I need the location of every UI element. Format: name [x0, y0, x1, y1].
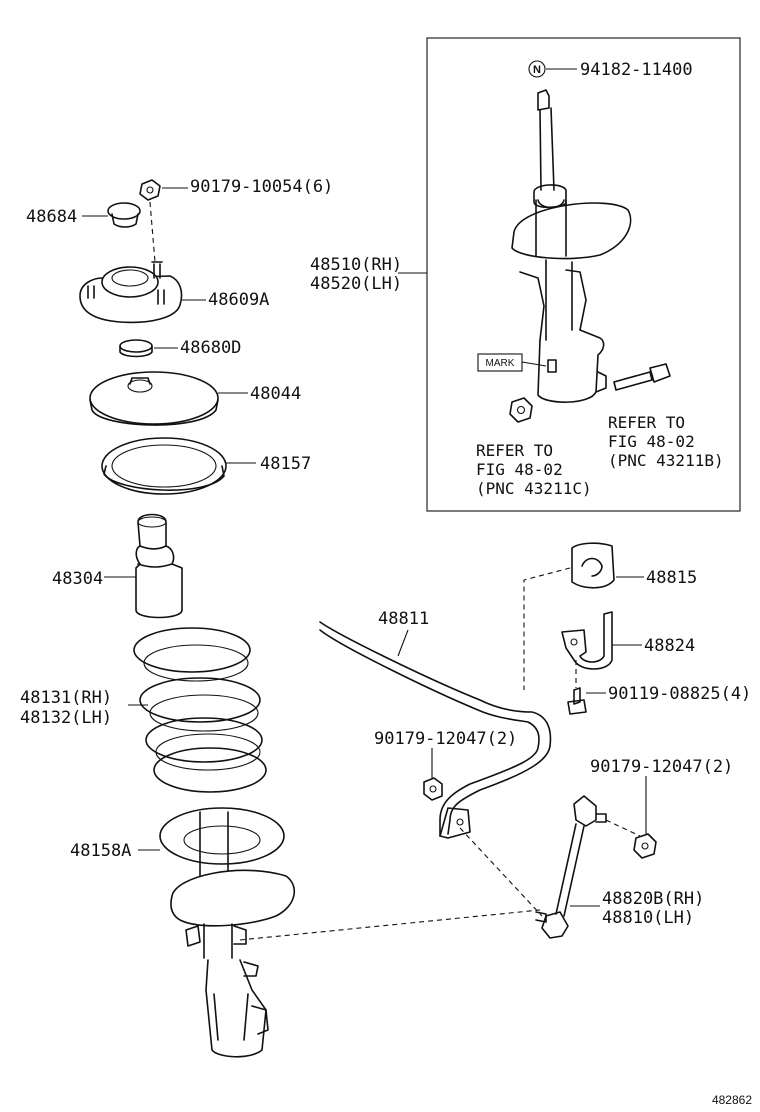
bump-stopper-icon [135, 513, 183, 619]
label-48824: 48824 [644, 636, 695, 656]
ref-c-line3: (PNC 43211C) [476, 479, 592, 498]
ref-b-line3: (PNC 43211B) [608, 451, 724, 470]
label-48815: 48815 [646, 568, 697, 588]
nut-icon [423, 777, 443, 801]
ref-c-line1: REFER TO [476, 441, 553, 460]
label-48609a: 48609A [208, 290, 269, 310]
nut-n-symbol-icon [528, 60, 546, 78]
bolt-icon [567, 687, 587, 715]
label-48820b-rh: 48820B(RH) [602, 889, 704, 909]
bushing-icon [119, 339, 153, 358]
label-48811: 48811 [378, 609, 429, 629]
spring-seat-icon [89, 371, 219, 426]
label-48132-lh: 48132(LH) [20, 708, 112, 728]
strut-inset: N 94182-11400 MARK [310, 37, 741, 512]
nut-icon [139, 179, 161, 201]
nut-n-symbol: N [533, 64, 541, 76]
guide-line [459, 827, 543, 917]
ref-b-line2: FIG 48-02 [608, 432, 695, 451]
label-48158a: 48158A [70, 841, 131, 861]
nut-icon [633, 833, 657, 859]
guide-line [605, 819, 641, 837]
lower-insulator-icon [159, 807, 285, 865]
guide-line [523, 567, 571, 690]
label-48680d: 48680D [180, 338, 241, 358]
label-90119-08825: 90119-08825(4) [608, 684, 751, 704]
label-48520-lh: 48520(LH) [310, 274, 402, 294]
cap-icon [107, 202, 141, 228]
stabilizer-link-icon [535, 795, 607, 939]
guide-line [149, 201, 156, 263]
label-48157: 48157 [260, 454, 311, 474]
bar-bushing-icon [571, 542, 615, 589]
stabilizer-bar-icon [319, 621, 552, 839]
label-48044: 48044 [250, 384, 301, 404]
bolt-icon [613, 363, 671, 391]
label-48510-rh: 48510(RH) [310, 255, 402, 275]
label-90179-12047-a: 90179-12047(2) [374, 729, 517, 749]
ref-c-line2: FIG 48-02 [476, 460, 563, 479]
label-48810-lh: 48810(LH) [602, 908, 694, 928]
ref-b-line1: REFER TO [608, 413, 685, 432]
strut-icon [511, 89, 632, 403]
mount-icon [79, 261, 183, 324]
label-90179-12047-b: 90179-12047(2) [590, 757, 733, 777]
coil-spring-icon [133, 627, 267, 793]
label-48684: 48684 [26, 207, 77, 227]
label-48304: 48304 [52, 569, 103, 589]
guide-line [239, 909, 541, 941]
nut-icon [509, 397, 533, 423]
label-94182-11400: 94182-11400 [580, 60, 693, 80]
label-90179-10054: 90179-10054(6) [190, 177, 333, 197]
mark-label: MARK [486, 358, 515, 369]
strut-icon [170, 811, 296, 1058]
bracket-icon [561, 611, 613, 670]
insulator-ring-icon [101, 437, 227, 495]
inset-frame [426, 37, 741, 512]
diagram-id: 482862 [712, 1093, 752, 1107]
label-48131-rh: 48131(RH) [20, 688, 112, 708]
